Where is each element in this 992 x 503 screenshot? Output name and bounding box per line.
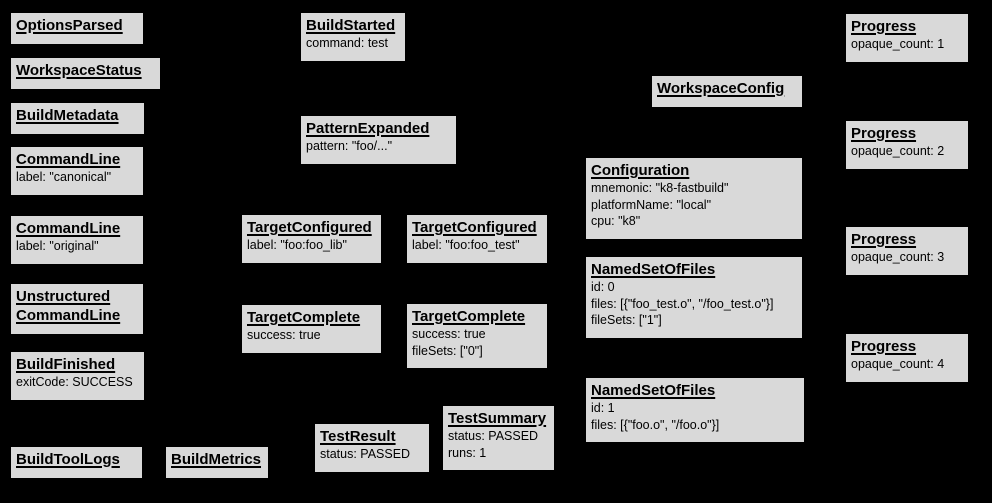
event-box-unstructured-command-line: Unstructured CommandLine [10, 283, 144, 335]
event-box-title: PatternExpanded [306, 120, 430, 137]
event-box-progress-2: Progress opaque_count: 2 [845, 120, 969, 170]
event-box-title: TargetConfigured [247, 219, 372, 236]
event-box-configuration: Configuration mnemonic: "k8-fastbuild" pla… [585, 157, 803, 240]
event-box-test-summary: TestSummary status: PASSED runs: 1 [442, 405, 555, 471]
event-box-build-started: BuildStarted command: test [300, 12, 406, 62]
event-box-detail: status: PASSED [448, 429, 539, 443]
event-box-detail: label: "foo:foo_test" [412, 238, 520, 252]
event-box-detail: exitCode: SUCCESS [16, 375, 133, 389]
event-box-detail: files: [{"foo.o", "/foo.o"}] [591, 417, 720, 432]
event-box-detail: command: test [306, 36, 388, 50]
event-box-detail: runs: 1 [448, 445, 487, 460]
event-box-detail: platformName: "local" [591, 197, 712, 212]
event-box-pattern-expanded: PatternExpanded pattern: "foo/..." [300, 115, 457, 165]
event-box-detail: fileSets: ["0"] [412, 343, 483, 358]
event-box-title: TestResult [320, 428, 396, 445]
event-box-title: NamedSetOfFiles [591, 382, 716, 399]
event-box-detail: status: PASSED [320, 447, 411, 461]
event-box-progress-3: Progress opaque_count: 3 [845, 226, 969, 276]
event-box-named-set-of-files-0: NamedSetOfFiles id: 0 files: [{"foo_test.o… [585, 256, 803, 339]
event-box-named-set-of-files-1: NamedSetOfFiles id: 1 files: [{"foo.o", "/… [585, 377, 805, 443]
event-box-progress-4: Progress opaque_count: 4 [845, 333, 969, 383]
event-box-title: BuildFinished [16, 356, 116, 373]
event-box-detail: success: true [412, 327, 486, 341]
event-box-title: BuildStarted [306, 17, 396, 34]
event-box-detail: opaque_count: 4 [851, 357, 945, 371]
event-box-detail: id: 0 [591, 280, 615, 294]
event-box-title: WorkspaceConfig [657, 80, 785, 97]
event-box-detail: opaque_count: 1 [851, 37, 945, 51]
event-box-target-configured-foo-test: TargetConfigured label: "foo:foo_test" [406, 214, 548, 264]
event-box-build-metadata: BuildMetadata [10, 102, 145, 135]
event-box-target-complete-foo-lib: TargetComplete success: true [241, 304, 382, 354]
event-box-detail: mnemonic: "k8-fastbuild" [591, 181, 729, 195]
event-box-workspace-config: WorkspaceConfig [651, 75, 803, 108]
event-box-test-result: TestResult status: PASSED [314, 423, 430, 473]
event-box-title: Progress [851, 18, 917, 35]
event-box-title: TestSummary [448, 410, 547, 427]
event-box-title: Unstructured CommandLine [16, 288, 121, 324]
event-box-title: Progress [851, 338, 917, 355]
event-box-title: BuildMetrics [171, 451, 262, 468]
event-box-title: NamedSetOfFiles [591, 261, 716, 278]
event-box-build-tool-logs: BuildToolLogs [10, 446, 143, 479]
event-box-title: CommandLine [16, 151, 121, 168]
event-box-command-line-canonical: CommandLine label: "canonical" [10, 146, 144, 196]
event-box-build-finished: BuildFinished exitCode: SUCCESS [10, 351, 145, 401]
event-box-detail: fileSets: ["1"] [591, 313, 662, 327]
event-box-command-line-original: CommandLine label: "original" [10, 215, 144, 265]
event-box-progress-1: Progress opaque_count: 1 [845, 13, 969, 63]
event-box-title: TargetConfigured [412, 219, 537, 236]
event-box-title: TargetComplete [412, 308, 526, 325]
event-box-detail: cpu: "k8" [591, 214, 641, 228]
event-box-title: Progress [851, 231, 917, 248]
event-box-detail: label: "canonical" [16, 170, 112, 184]
event-box-title: WorkspaceStatus [16, 62, 142, 79]
event-box-title: TargetComplete [247, 309, 361, 326]
event-box-detail: success: true [247, 328, 321, 342]
event-box-detail: opaque_count: 2 [851, 144, 945, 158]
event-box-detail: label: "foo:foo_lib" [247, 238, 347, 252]
event-box-options-parsed: OptionsParsed [10, 12, 144, 45]
event-box-title: OptionsParsed [16, 17, 123, 34]
event-box-workspace-status: WorkspaceStatus [10, 57, 161, 90]
event-box-target-configured-foo-lib: TargetConfigured label: "foo:foo_lib" [241, 214, 382, 264]
event-box-detail: pattern: "foo/..." [306, 139, 393, 153]
event-box-title: Configuration [591, 162, 690, 179]
event-box-detail: opaque_count: 3 [851, 250, 945, 264]
event-box-build-metrics: BuildMetrics [165, 446, 269, 479]
event-box-title: BuildToolLogs [16, 451, 120, 468]
event-box-title: Progress [851, 125, 917, 142]
event-box-title: CommandLine [16, 220, 121, 237]
event-box-detail: label: "original" [16, 239, 99, 253]
event-box-title: BuildMetadata [16, 107, 119, 124]
event-box-detail: files: [{"foo_test.o", "/foo_test.o"}] [591, 296, 774, 311]
event-box-detail: id: 1 [591, 401, 615, 415]
event-box-target-complete-foo-test: TargetComplete success: true fileSets: ["0… [406, 303, 548, 369]
